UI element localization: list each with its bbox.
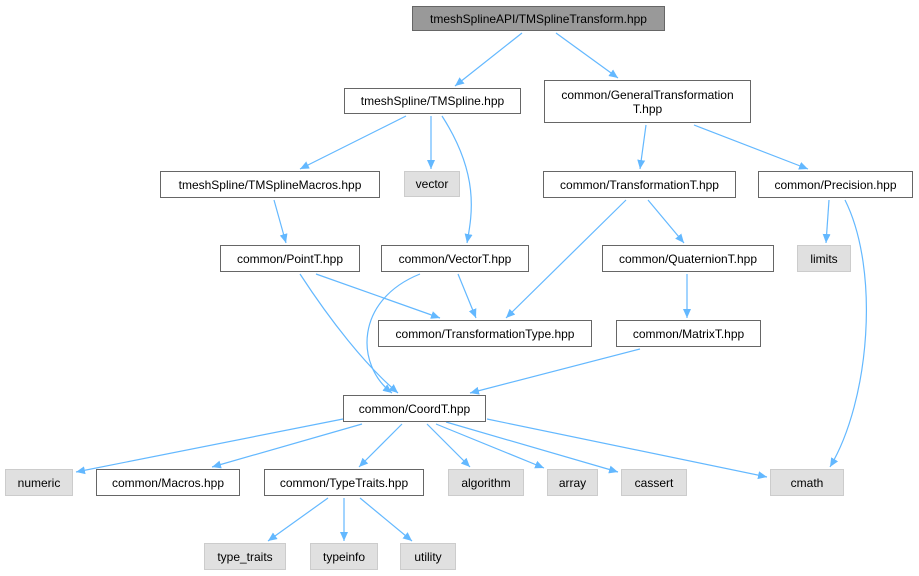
edge-pointt-transformationtype	[315, 273, 441, 319]
node-array[interactable]: array	[547, 469, 598, 496]
edge-coordt-cassert	[445, 421, 619, 474]
edge-transformationt-transformationtype	[505, 199, 627, 319]
edge-transformationt-quaterniont	[647, 199, 685, 244]
node-cmath[interactable]: cmath	[770, 469, 844, 496]
node-typeinfo[interactable]: typeinfo	[310, 543, 378, 570]
node-quaterniont[interactable]: common/QuaternionT.hpp	[602, 245, 774, 272]
node-coordt[interactable]: common/CoordT.hpp	[343, 395, 486, 422]
node-precision[interactable]: common/Precision.hpp	[758, 171, 913, 198]
edge-coordt-macros	[211, 423, 363, 469]
node-typetraits[interactable]: common/TypeTraits.hpp	[264, 469, 424, 496]
node-transformationt[interactable]: common/TransformationT.hpp	[543, 171, 736, 198]
edge-tmspline-vectort	[441, 115, 473, 244]
node-cassert[interactable]: cassert	[621, 469, 687, 496]
edge-root-generaltransformation	[555, 32, 619, 79]
edge-precision-cmath	[829, 199, 867, 468]
node-pointt[interactable]: common/PointT.hpp	[220, 245, 360, 272]
edge-root-tmspline	[454, 32, 523, 87]
edge-coordt-array	[435, 423, 545, 469]
edge-matrixt-coordt	[469, 348, 641, 395]
edge-precision-limits	[822, 199, 831, 244]
node-root-tmsplinetransform[interactable]: tmeshSplineAPI/TMSplineTransform.hpp	[412, 6, 665, 31]
node-matrixt[interactable]: common/MatrixT.hpp	[616, 320, 761, 347]
node-limits[interactable]: limits	[797, 245, 851, 272]
node-type-traits[interactable]: type_traits	[204, 543, 286, 570]
node-tmspline[interactable]: tmeshSpline/TMSpline.hpp	[344, 88, 521, 114]
edge-generaltransformation-precision	[693, 124, 809, 170]
node-transformationtype[interactable]: common/TransformationType.hpp	[378, 320, 592, 347]
node-macros[interactable]: common/Macros.hpp	[96, 469, 240, 496]
edge-coordt-typetraits	[358, 423, 403, 468]
node-algorithm[interactable]: algorithm	[448, 469, 524, 496]
node-generaltransformation[interactable]: common/GeneralTransformation T.hpp	[544, 80, 751, 123]
edge-coordt-algorithm	[426, 423, 471, 468]
edge-coordt-cmath	[486, 418, 768, 480]
edge-typetraits-type-traits	[267, 497, 329, 542]
node-vector[interactable]: vector	[404, 171, 460, 197]
edge-tmsplinemacros-pointt	[273, 199, 288, 244]
node-numeric[interactable]: numeric	[5, 469, 73, 496]
edge-pointt-coordt	[299, 273, 399, 394]
edge-coordt-numeric	[75, 418, 344, 475]
node-tmsplinemacros[interactable]: tmeshSpline/TMSplineMacros.hpp	[160, 171, 380, 198]
edge-typetraits-utility	[359, 497, 413, 542]
edge-vectort-transformationtype	[457, 273, 477, 319]
edge-vectort-coordt	[366, 273, 421, 394]
node-vectort[interactable]: common/VectorT.hpp	[381, 245, 529, 272]
node-utility[interactable]: utility	[400, 543, 456, 570]
edge-generaltransformation-transformationt	[637, 124, 647, 170]
edge-tmspline-tmsplinemacros	[299, 115, 407, 170]
